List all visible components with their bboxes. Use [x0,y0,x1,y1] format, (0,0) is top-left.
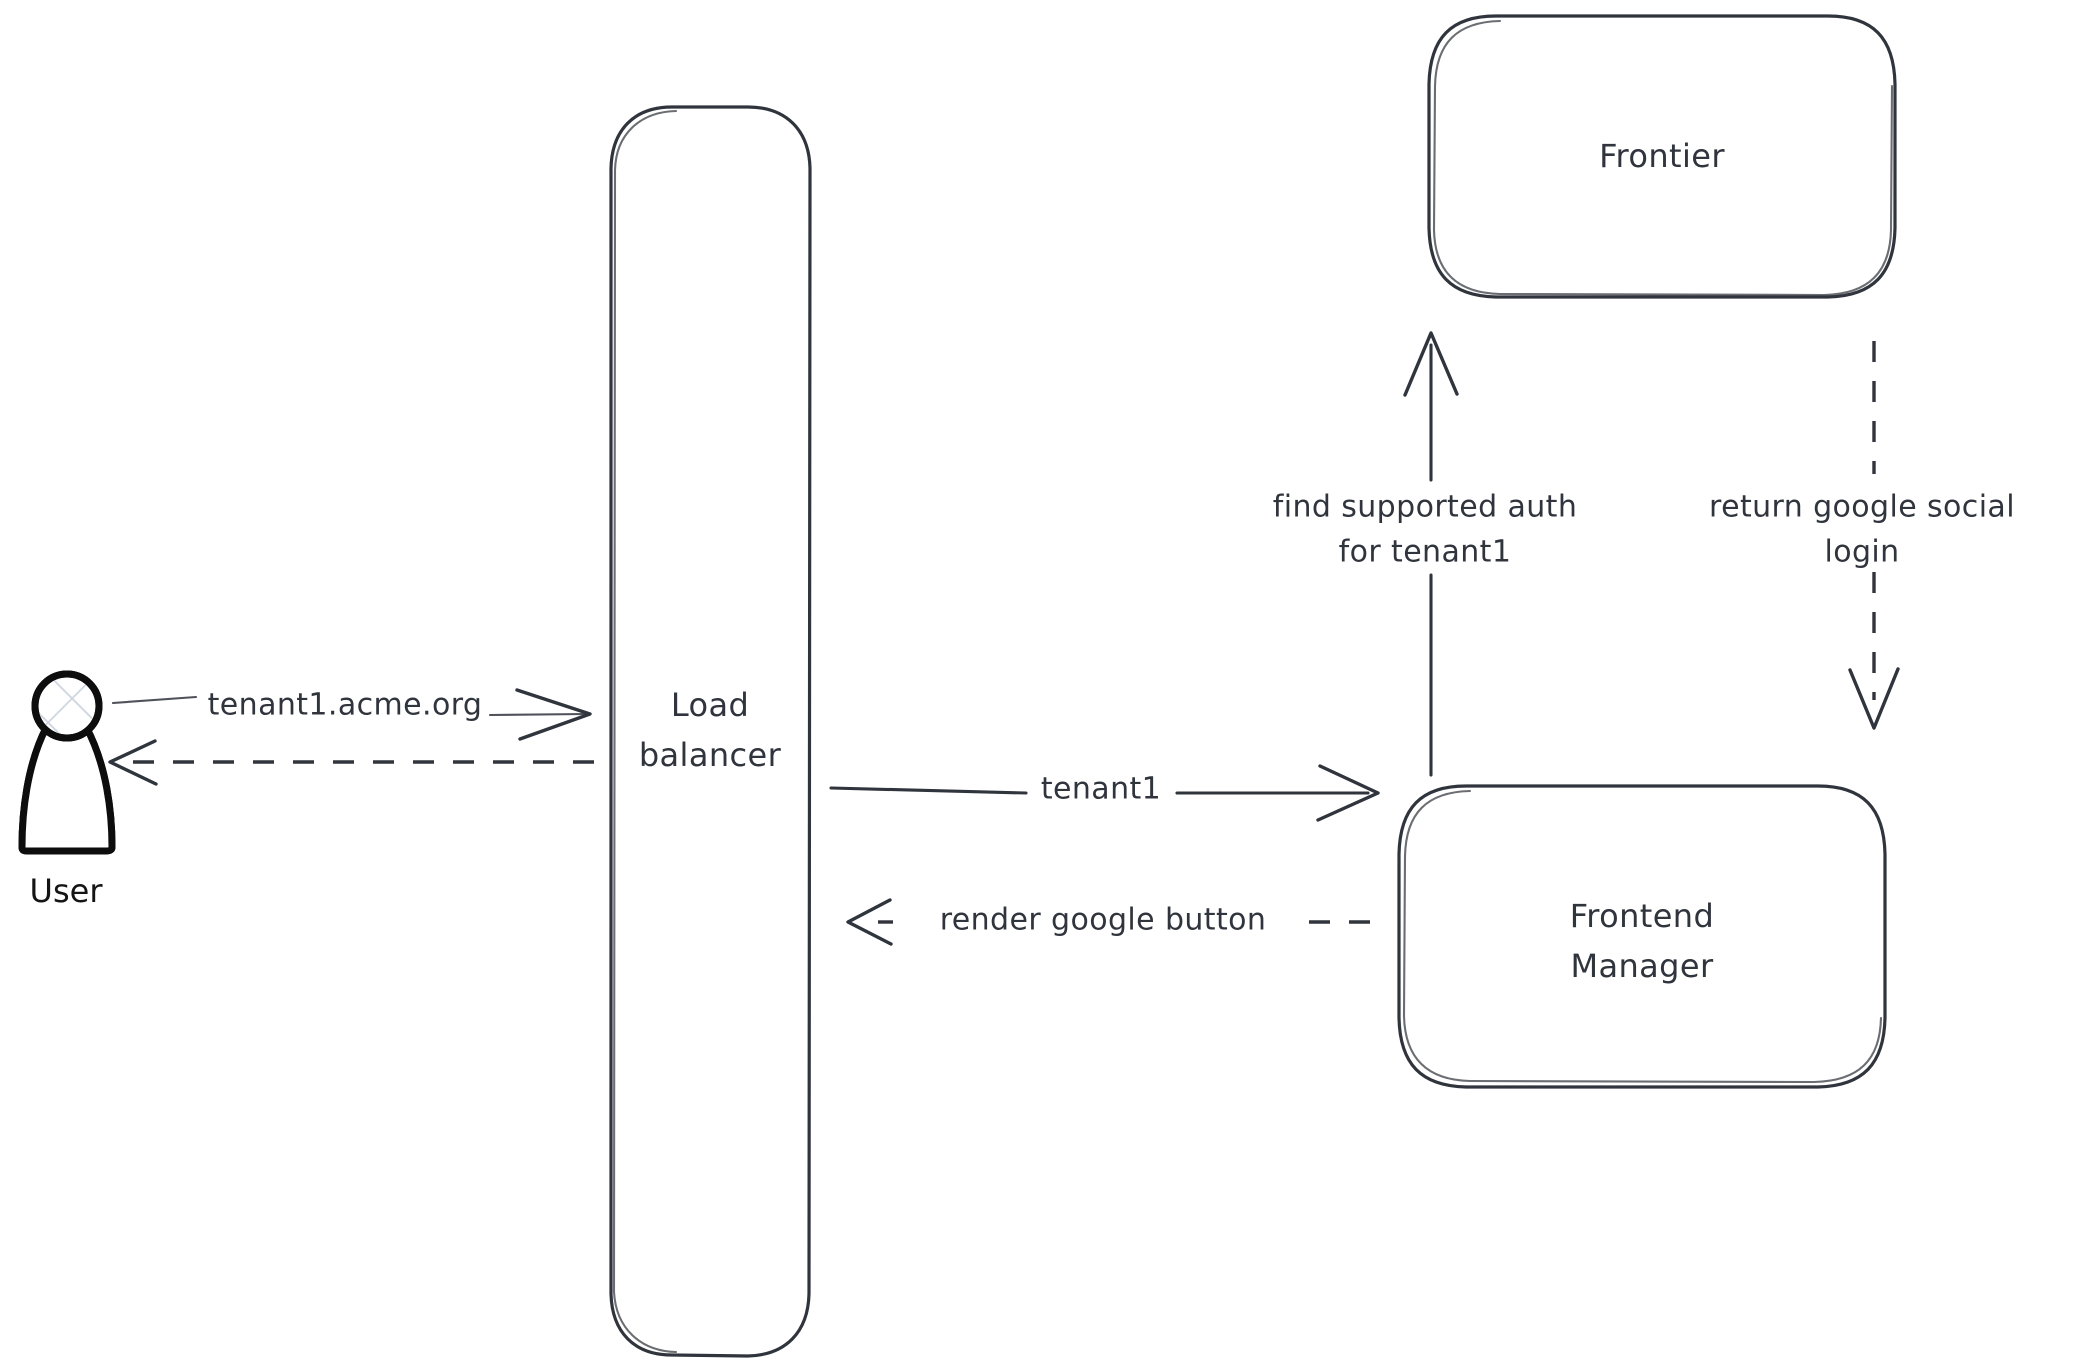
edge-fm-to-frontier-label-line1: find supported auth [1273,490,1577,525]
edge-fm-to-lb-arrowhead [846,898,893,946]
frontier-sketch-overstroke [1432,19,1894,297]
edge-fm-to-lb[interactable]: render google button [846,898,1370,946]
frontier-shape [1427,14,1897,299]
edge-user-to-lb-label: tenant1.acme.org [208,688,483,723]
user-label: User [30,872,104,910]
edge-frontier-to-fm-arrowhead [1848,667,1900,730]
frontend-manager-label-line2: Manager [1570,947,1714,985]
edge-lb-to-fm-line-left [829,786,1028,795]
actor-user[interactable]: User [18,670,116,910]
edge-frontier-to-fm-label-line2: login [1824,535,1899,570]
edge-fm-to-frontier-arrowhead [1403,331,1459,397]
edge-lb-to-user-arrowhead [108,739,158,786]
edge-lb-to-user[interactable] [108,739,594,786]
frontend-manager-label-line1: Frontend [1570,897,1714,935]
frontend-manager-sketch-overstroke [1402,789,1883,1084]
frontier-label: Frontier [1599,137,1725,175]
node-frontier[interactable]: Frontier [1427,14,1897,299]
edge-user-to-lb[interactable]: tenant1.acme.org [111,688,592,741]
edge-frontier-to-fm[interactable]: return google social login [1709,341,2015,730]
load-balancer-shape [609,105,812,1358]
edge-lb-to-fm[interactable]: tenant1 [829,764,1380,822]
user-head-hatch [39,678,95,734]
edge-user-to-lb-arrowhead [515,688,592,741]
user-body-stroke [18,703,116,855]
user-head-stroke [31,670,103,742]
load-balancer-sketch-overstroke [612,109,678,1354]
node-frontend-manager[interactable]: Frontend Manager [1397,784,1887,1089]
edge-fm-to-frontier[interactable]: find supported auth for tenant1 [1273,331,1577,777]
load-balancer-label-line2: balancer [639,736,782,774]
node-load-balancer[interactable]: Load balancer [609,105,812,1358]
frontend-manager-shape [1397,784,1887,1089]
edge-fm-to-frontier-label-line2: for tenant1 [1339,535,1512,570]
edge-frontier-to-fm-label-line1: return google social [1709,490,2015,525]
load-balancer-label-line1: Load [671,686,749,724]
edge-user-to-lb-line-right [488,712,588,717]
edge-lb-to-fm-arrowhead [1316,764,1380,822]
edge-fm-to-lb-label: render google button [940,903,1267,938]
edge-user-to-lb-line-left [111,695,198,705]
edge-lb-to-fm-label: tenant1 [1041,772,1161,807]
